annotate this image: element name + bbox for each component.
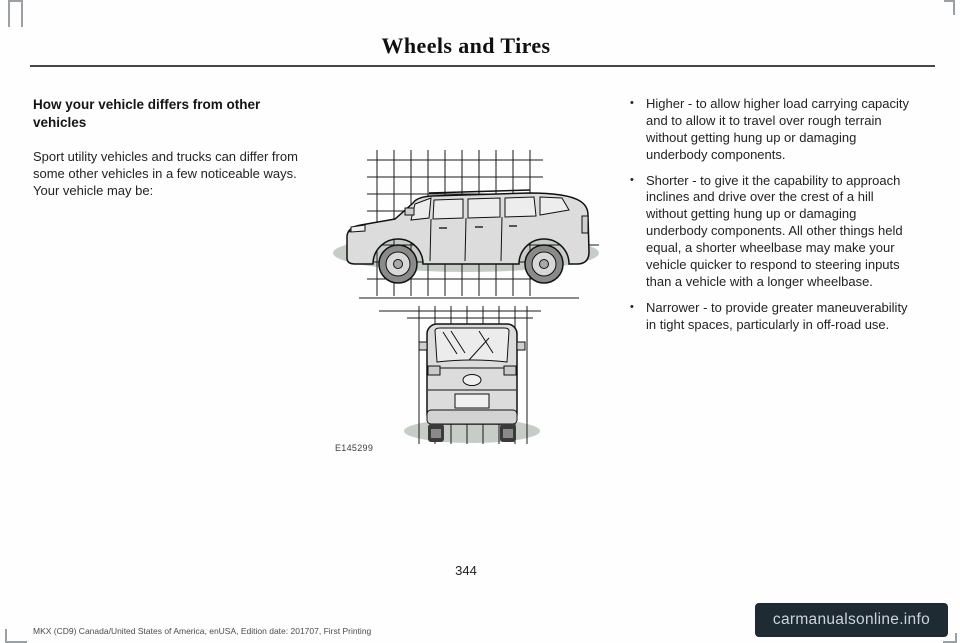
suv-rear-view	[418, 323, 526, 442]
section-heading: How your vehicle differs from other vehi…	[33, 97, 261, 130]
intro-paragraph: Sport utility vehicles and trucks can di…	[33, 148, 298, 198]
vehicle-figure	[331, 148, 616, 448]
crop-mark-top-left	[8, 0, 23, 27]
right-column: Higher - to allow higher load carrying c…	[625, 96, 916, 343]
page-number: 344	[455, 563, 477, 578]
bullet-item-shorter: Shorter - to give it the capability to a…	[625, 173, 916, 291]
front-wheel	[378, 244, 418, 284]
bullet-item-higher: Higher - to allow higher load carrying c…	[625, 96, 916, 164]
vehicle-illustration-svg	[333, 150, 599, 444]
bullet-item-narrower: Narrower - to provide greater maneuverab…	[625, 300, 916, 334]
footer-imprint: MKX (CD9) Canada/United States of Americ…	[33, 626, 372, 636]
crop-mark-top-right	[944, 0, 955, 15]
crop-mark-bottom-left	[5, 629, 27, 643]
bullet-list: Higher - to allow higher load carrying c…	[625, 96, 916, 334]
rear-wheel	[524, 244, 564, 284]
watermark: carmanualsonline.info	[754, 603, 948, 637]
header-rule	[30, 65, 935, 67]
left-column: How your vehicle differs from other vehi…	[33, 96, 314, 200]
figure-code: E145299	[335, 443, 374, 453]
crop-mark-bottom-right	[943, 633, 957, 643]
page-title: Wheels and Tires	[381, 33, 551, 58]
suv-side-view	[346, 189, 590, 284]
